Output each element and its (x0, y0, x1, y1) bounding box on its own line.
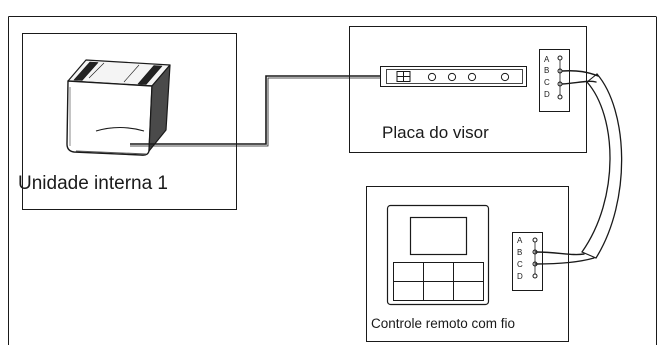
remote-terminal-label-c: C (517, 260, 523, 269)
indoor-unit-icon (66, 59, 171, 156)
wire-unit-to-display (130, 75, 380, 147)
cable-display-to-remote (535, 70, 623, 265)
remote-terminal-block: A B C D (512, 232, 543, 291)
display-panel (380, 66, 527, 87)
wired-remote-box (366, 186, 569, 342)
indoor-unit-box (22, 33, 237, 210)
outer-frame (8, 16, 657, 345)
terminal-label-d: D (544, 90, 550, 99)
terminal-label-a: A (544, 55, 550, 64)
remote-terminal-label-d: D (517, 272, 523, 281)
wired-remote-label: Controle remoto com fio (371, 316, 516, 331)
display-terminal-block: A B C D (539, 49, 570, 112)
terminal-label-c: C (544, 78, 550, 87)
remote-controller-icon (386, 204, 490, 306)
terminal-label-b: B (544, 66, 549, 75)
indoor-unit-label: Unidade interna 1 (18, 173, 168, 194)
remote-terminal-label-b: B (517, 248, 522, 257)
display-board-box (349, 26, 587, 153)
remote-terminal-label-a: A (517, 236, 523, 245)
display-board-label: Placa do visor (382, 123, 489, 142)
